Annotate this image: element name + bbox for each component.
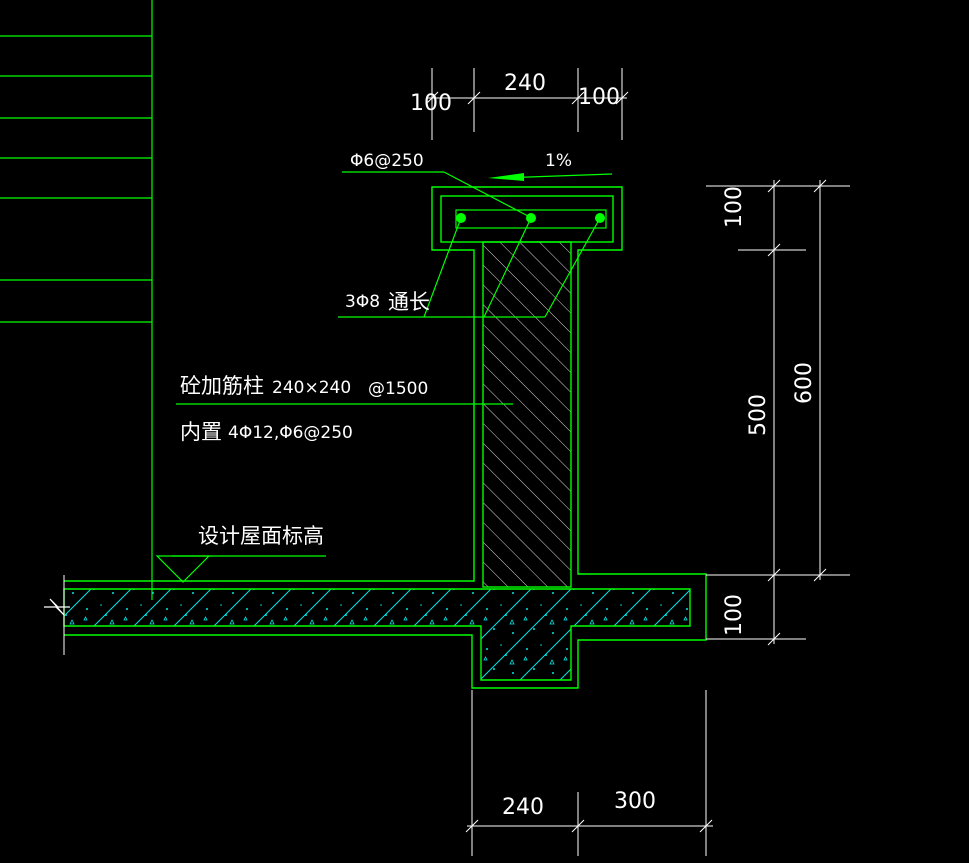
dimension-lines xyxy=(425,68,850,856)
roof-slab xyxy=(63,588,691,681)
coping-beam xyxy=(440,195,614,243)
column-title-note: 砼加筋柱 xyxy=(180,374,264,398)
dim-bottom-300: 300 xyxy=(614,789,656,814)
dim-top-left: 100 xyxy=(410,91,452,116)
slope-arrow xyxy=(488,173,613,181)
column-inside-rebar-note: 4Φ12,Φ6@250 xyxy=(228,423,353,443)
break-line-symbol xyxy=(44,598,70,616)
column-size-note: 240×240 xyxy=(272,378,351,398)
stirrup-note: Φ6@250 xyxy=(350,151,424,171)
dim-top-mid: 240 xyxy=(504,71,546,96)
longitudinal-bars-note: 3Φ8 xyxy=(345,292,380,312)
left-wall-lines xyxy=(0,0,153,600)
coping-stirrup xyxy=(455,209,607,229)
dim-right-100-top: 100 xyxy=(722,186,747,228)
dim-right-500: 500 xyxy=(746,394,771,436)
column-spacing-note: @1500 xyxy=(368,379,428,399)
outer-finish-outline xyxy=(64,186,707,689)
column-inside-prefix-note: 内置 xyxy=(180,420,222,444)
dim-right-100-bottom: 100 xyxy=(722,594,747,636)
column-body xyxy=(482,241,572,588)
slope-note: 1% xyxy=(545,151,572,171)
dim-bottom-240: 240 xyxy=(502,795,544,820)
roof-level-note: 设计屋面标高 xyxy=(198,524,324,548)
leader-lines xyxy=(172,171,601,557)
dim-right-600: 600 xyxy=(792,362,817,404)
elevation-triangle-icon xyxy=(155,555,211,583)
longitudinal-bars-note-cn: 通长 xyxy=(388,290,430,314)
dim-top-right: 100 xyxy=(578,85,620,110)
